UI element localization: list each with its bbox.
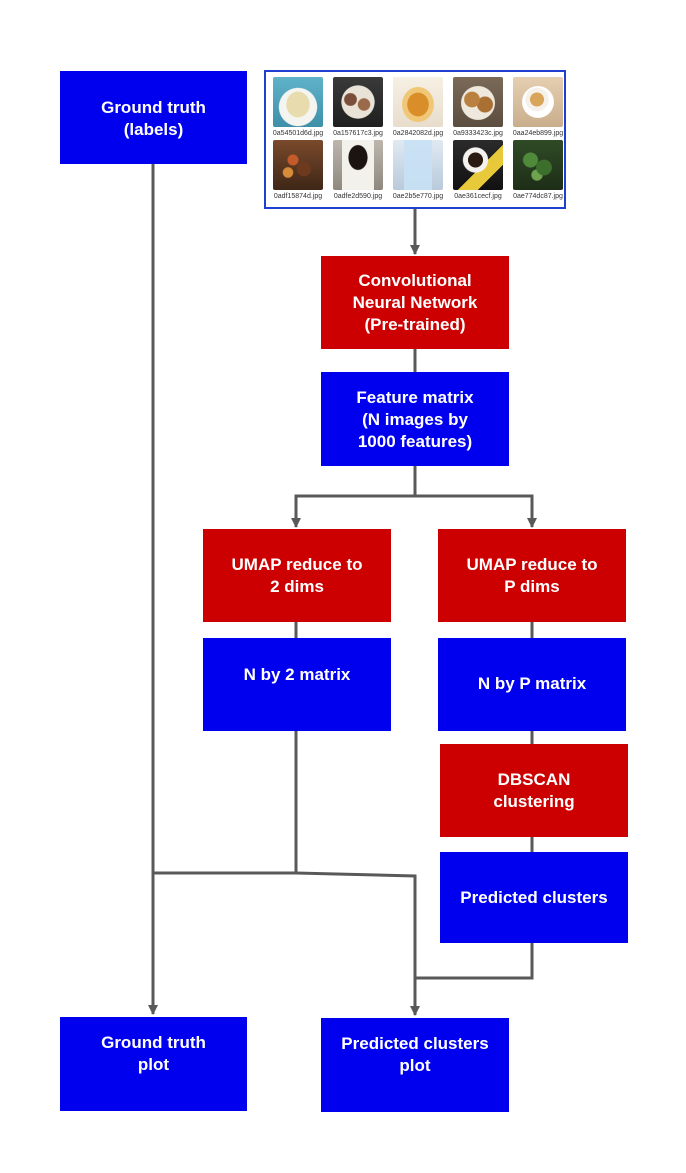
image-filename: 0a9333423c.jpg (453, 130, 503, 137)
image-thumbnail: 0a54501d6d.jpg (271, 77, 325, 143)
image-filename: 0ae774dc87.jpg (513, 193, 563, 200)
predicted-clusters-node: Predicted clusters (440, 852, 628, 943)
predicted-clusters-plot-label-line-2: plot (399, 1056, 431, 1075)
image-thumbnail: 0ae2b5e770.jpg (391, 140, 445, 206)
dbscan-node: DBSCAN clustering (440, 744, 628, 837)
umap-p-label-line-2: P dims (504, 577, 560, 596)
umap-p-dims-node: UMAP reduce to P dims (438, 529, 626, 622)
image-filename: 0ae361cecf.jpg (454, 193, 502, 200)
ground-truth-labels-node: Ground truth (labels) (60, 71, 247, 164)
umap-2-label-line-1: UMAP reduce to (231, 555, 363, 574)
edge-split-to-umap-2 (291, 494, 415, 528)
n-by-p-matrix-node: N by P matrix (438, 638, 626, 731)
n-by-p-label: N by P matrix (477, 674, 587, 693)
feature-matrix-label-line-2: (N images by (362, 410, 468, 429)
predicted-clusters-plot-label-line-1: Predicted clusters (341, 1034, 489, 1053)
image-filename: 0a157617c3.jpg (333, 130, 383, 137)
predicted-clusters-plot-node: Predicted clusters plot (321, 1018, 509, 1112)
image-filename: 0a54501d6d.jpg (272, 130, 324, 137)
edge-n-by-2-to-ground-truth-line (153, 731, 298, 875)
ground-truth-label-line-1: Ground truth (101, 98, 206, 117)
cnn-node: Convolutional Neural Network (Pre-traine… (321, 256, 509, 349)
predicted-clusters-label: Predicted clusters (460, 888, 608, 907)
dbscan-label-line-1: DBSCAN (497, 770, 571, 789)
coffee-cup-dark-photo (453, 140, 503, 190)
feature-matrix-label-line-3: 1000 features) (357, 432, 473, 451)
seafood-dish-photo (333, 77, 383, 127)
mixed-dish-photo (273, 140, 323, 190)
image-thumbnail: 0adfe2d590.jpg (331, 140, 385, 206)
coffee-cup-photo (513, 77, 563, 127)
image-thumbnail: 0a2842082d.jpg (391, 77, 445, 143)
image-thumbnail: 0ae361cecf.jpg (451, 140, 505, 206)
image-thumbnail: 0a9333423c.jpg (451, 77, 505, 143)
feature-matrix-label-line-1: Feature matrix (356, 388, 474, 407)
image-filename: 0ae2b5e770.jpg (392, 193, 444, 200)
edge-n-by-2-to-predicted-plot (295, 871, 420, 1016)
image-thumbnail: 0adf15874d.jpg (271, 140, 325, 206)
bread-on-plate-photo (273, 77, 323, 127)
ground-truth-plot-label-line-1: Ground truth (101, 1033, 206, 1052)
cnn-label-line-2: Neural Network (352, 293, 478, 312)
cnn-label-line-1: Convolutional (358, 271, 472, 290)
edge-predicted-clusters-to-predicted-plot (415, 943, 534, 980)
edge-split-to-umap-p (415, 494, 537, 528)
image-filename: 0a2842082d.jpg (392, 130, 444, 137)
greens-salad-photo (513, 140, 563, 190)
ground-truth-label-line-2: (labels) (123, 120, 184, 139)
water-glass-photo (393, 140, 443, 190)
umap-2-dims-node: UMAP reduce to 2 dims (203, 529, 391, 622)
umap-2-label-line-2: 2 dims (270, 577, 324, 596)
ground-truth-plot-node: Ground truth plot (60, 1017, 247, 1111)
n-by-2-matrix-node: N by 2 matrix (203, 638, 391, 731)
image-filename: 0adfe2d590.jpg (333, 193, 383, 200)
ground-truth-plot-label-line-2: plot (137, 1055, 170, 1074)
dbscan-label-line-2: clustering (493, 792, 575, 811)
image-thumbnail: 0ae774dc87.jpg (511, 140, 565, 206)
feature-matrix-node: Feature matrix (N images by 1000 feature… (321, 372, 509, 466)
umap-p-label-line-1: UMAP reduce to (466, 555, 598, 574)
image-thumbnail: 0a157617c3.jpg (331, 77, 385, 143)
coffee-mug-photo (333, 140, 383, 190)
pastry-photo (393, 77, 443, 127)
image-thumbnail: 0aa24eb899.jpg (511, 77, 565, 143)
image-filename: 0aa24eb899.jpg (512, 130, 564, 137)
cnn-label-line-3: (Pre-trained) (364, 315, 466, 334)
input-images-grid: 0a54501d6d.jpg 0a157617c3.jpg 0a2842082d.j… (264, 70, 566, 209)
bread-rolls-photo (453, 77, 503, 127)
image-filename: 0adf15874d.jpg (273, 193, 323, 200)
n-by-2-label: N by 2 matrix (243, 665, 351, 684)
